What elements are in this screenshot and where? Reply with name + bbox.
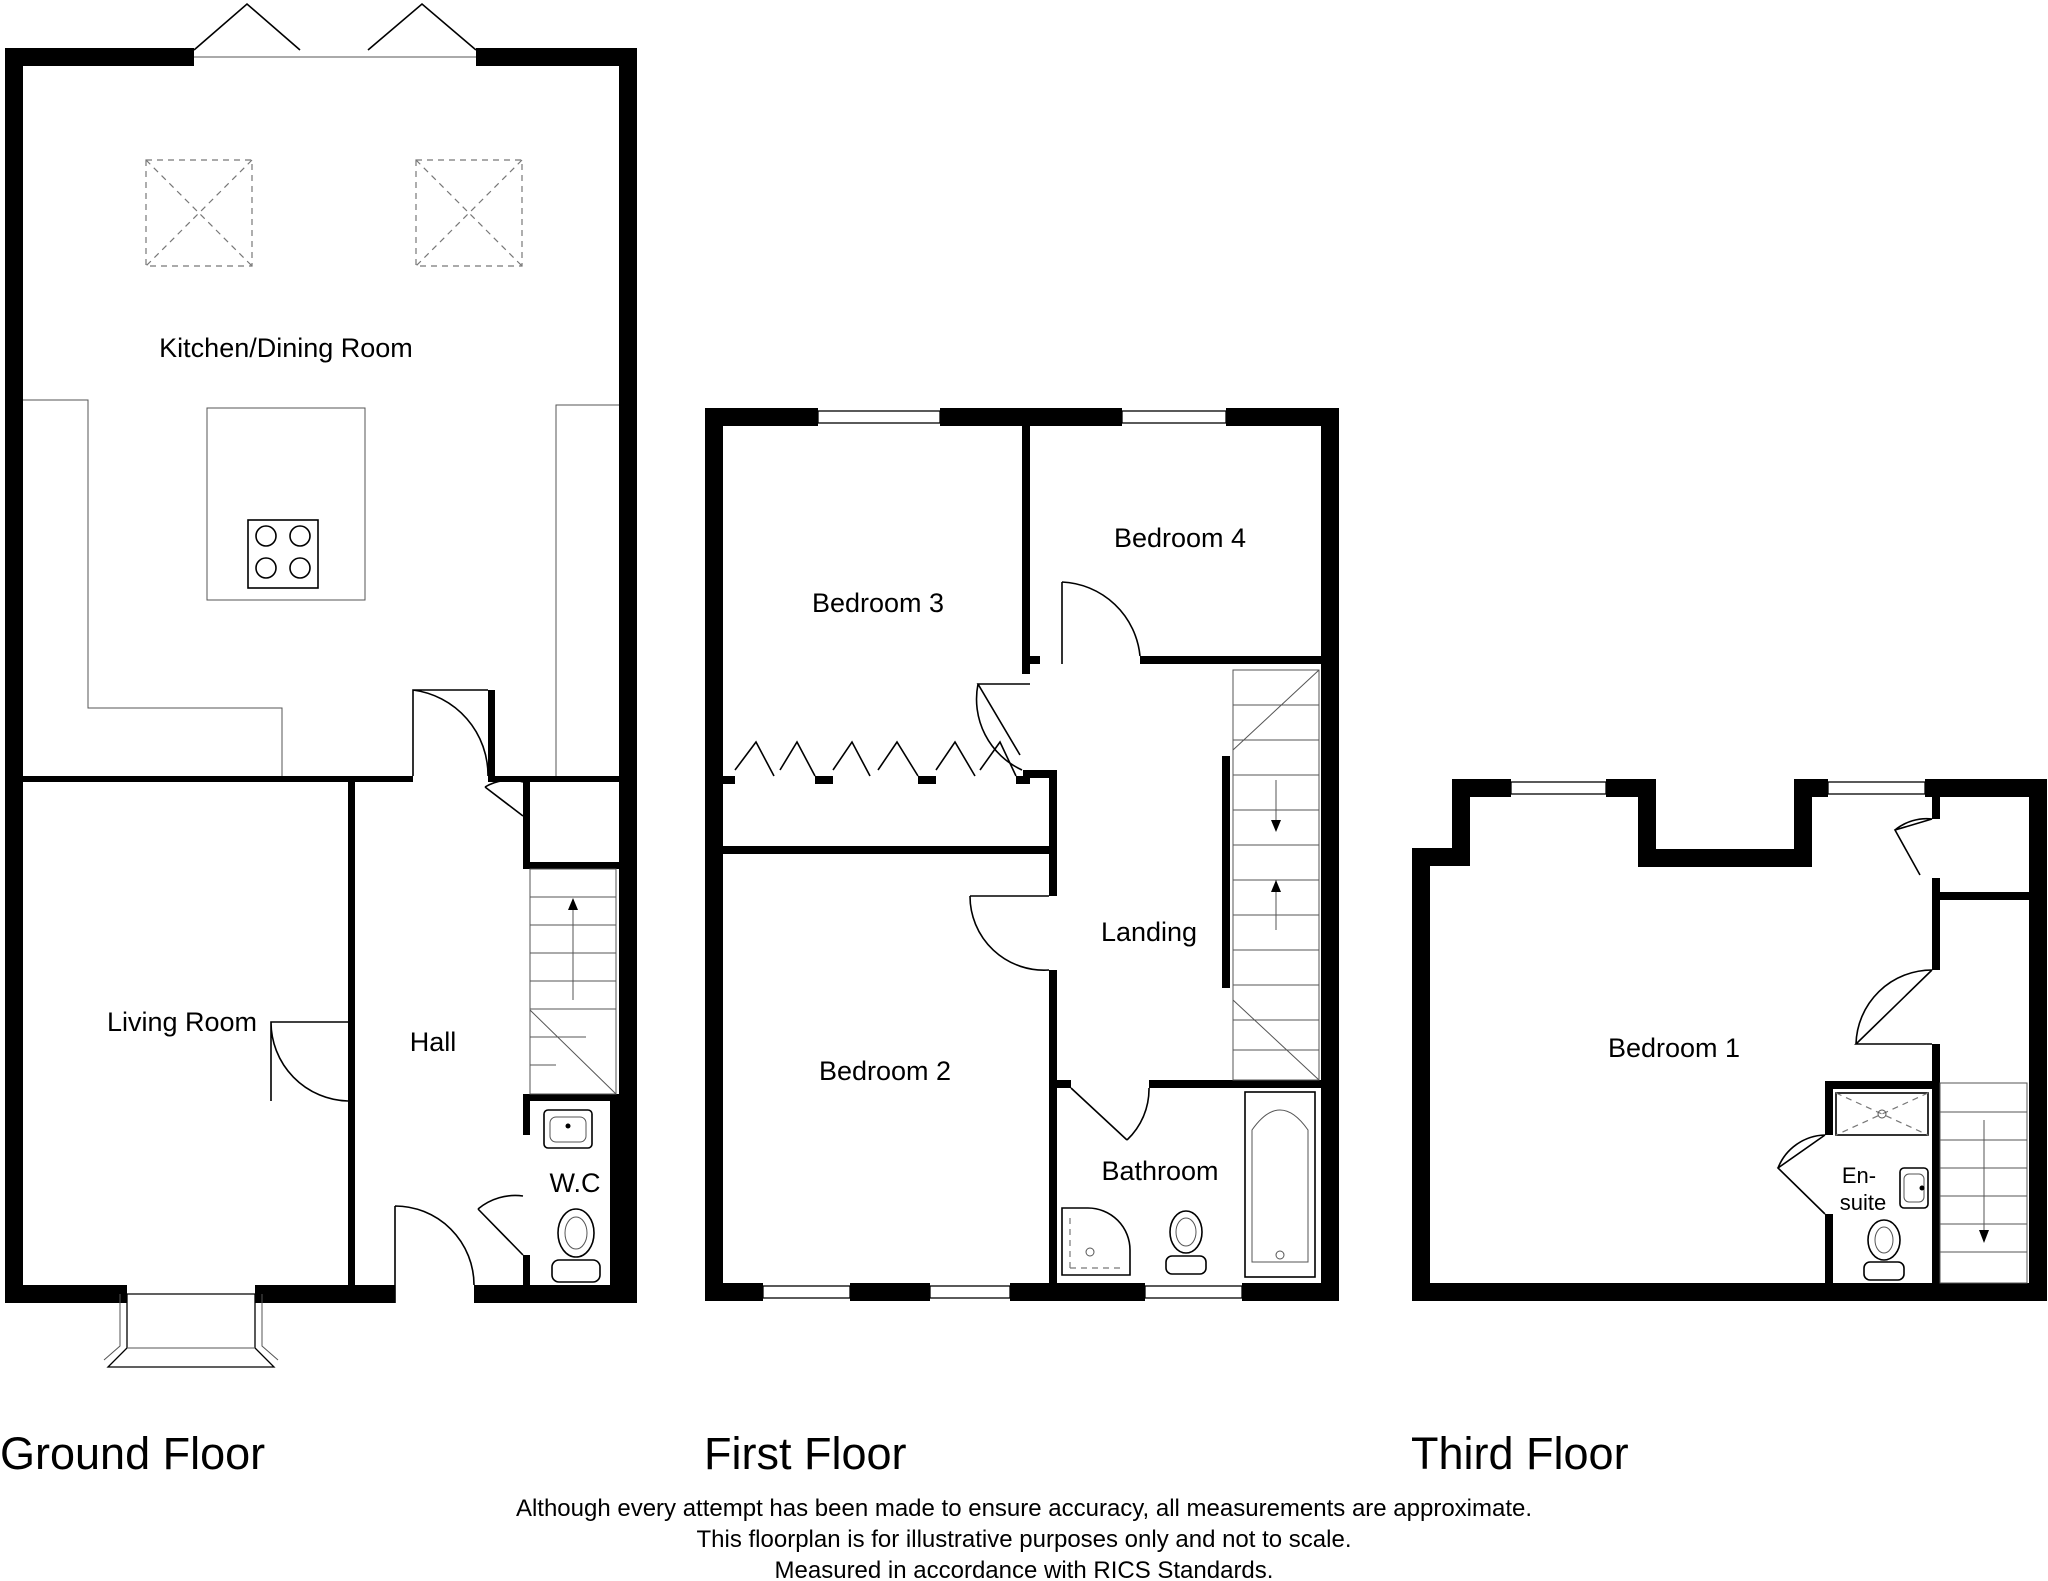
shower-tray-icon: [1061, 1207, 1131, 1276]
first-floor-plan: [705, 408, 1339, 1301]
roof-light-icon: [145, 159, 253, 267]
third-floor-plan: [1412, 779, 2047, 1301]
toilet-icon: [1863, 1219, 1905, 1281]
staircase: [529, 868, 617, 1095]
floor-title-third: Third Floor: [1411, 1428, 1629, 1479]
room-label-bedroom4: Bedroom 4: [1114, 523, 1246, 553]
hob-icon: [247, 519, 319, 589]
room-label-kitchen-dining: Kitchen/Dining Room: [159, 333, 413, 363]
staircase: [1939, 1082, 2028, 1284]
roof-light-icon: [415, 159, 523, 267]
shower-tray-icon: [1835, 1092, 1929, 1136]
basin-icon: [543, 1109, 593, 1149]
toilet-icon: [1165, 1210, 1207, 1275]
room-label-hall: Hall: [410, 1027, 457, 1057]
staircase: [1232, 669, 1320, 1081]
room-label-bedroom2: Bedroom 2: [819, 1056, 951, 1086]
floor-title-ground: Ground Floor: [0, 1428, 265, 1479]
room-label-bedroom3: Bedroom 3: [812, 588, 944, 618]
room-label-bedroom1: Bedroom 1: [1608, 1033, 1740, 1063]
room-label-living-room: Living Room: [107, 1007, 257, 1037]
bay-window: [103, 1293, 279, 1368]
disclaimer-line-3: Measured in accordance with RICS Standar…: [775, 1557, 1274, 1581]
basin-icon: [1899, 1167, 1929, 1209]
room-label-wc: W.C: [550, 1168, 601, 1198]
room-label-bathroom: Bathroom: [1101, 1156, 1218, 1186]
room-label-landing: Landing: [1101, 917, 1197, 947]
ground-floor-plan: [5, 2, 637, 1368]
room-label-ensuite-line1: En-: [1842, 1163, 1876, 1188]
disclaimer-line-1: Although every attempt has been made to …: [516, 1495, 1532, 1522]
disclaimer-line-2: This floorplan is for illustrative purpo…: [697, 1526, 1352, 1553]
toilet-icon: [551, 1208, 601, 1283]
floor-title-first: First Floor: [704, 1428, 907, 1479]
room-label-ensuite-line2: suite: [1840, 1190, 1886, 1215]
bathtub-icon: [1244, 1091, 1316, 1278]
